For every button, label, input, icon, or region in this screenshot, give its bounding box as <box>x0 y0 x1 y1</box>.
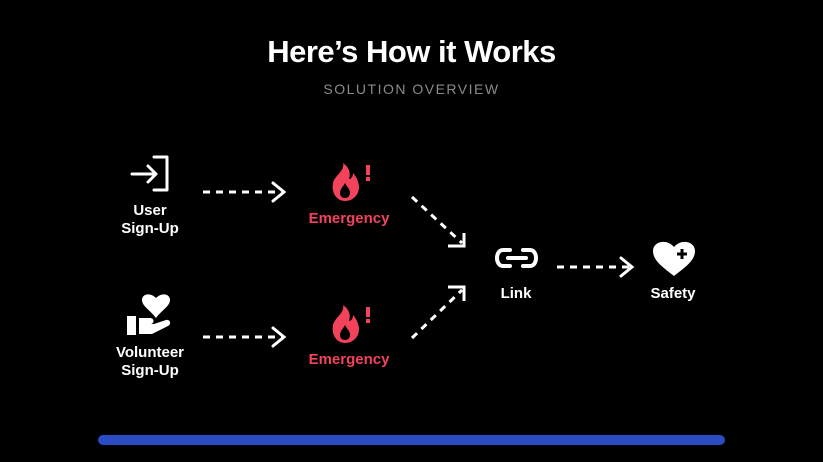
label-line: Sign-Up <box>121 220 179 237</box>
link-icon <box>495 248 538 268</box>
link-label: Link <box>500 285 532 302</box>
fire-alert-icon <box>332 305 370 343</box>
arrow-user-to-emergency <box>203 181 287 203</box>
volunteer-signup-label: Volunteer Sign-Up <box>90 344 210 380</box>
heart-plus-icon <box>653 241 695 276</box>
arrow-emergency-to-link-top <box>410 195 466 248</box>
emergency-bottom-label: Emergency <box>308 351 390 368</box>
page-subtitle: SOLUTION OVERVIEW <box>323 81 500 97</box>
hand-heart-icon <box>127 294 171 335</box>
label-line: Sign-Up <box>121 362 179 379</box>
arrow-emergency-to-link-bottom <box>410 285 466 340</box>
footer-accent-bar <box>98 435 725 445</box>
user-signup-label: User Sign-Up <box>90 202 210 238</box>
label-line: Volunteer <box>115 344 185 361</box>
sign-in-icon <box>130 155 169 192</box>
fire-alert-icon <box>332 163 370 201</box>
safety-label: Safety <box>650 285 696 302</box>
arrow-volunteer-to-emergency <box>203 326 287 348</box>
page-title: Here’s How it Works <box>267 34 556 69</box>
emergency-top-label: Emergency <box>308 210 390 227</box>
arrow-link-to-safety <box>557 256 635 278</box>
label-line: User <box>133 202 167 219</box>
